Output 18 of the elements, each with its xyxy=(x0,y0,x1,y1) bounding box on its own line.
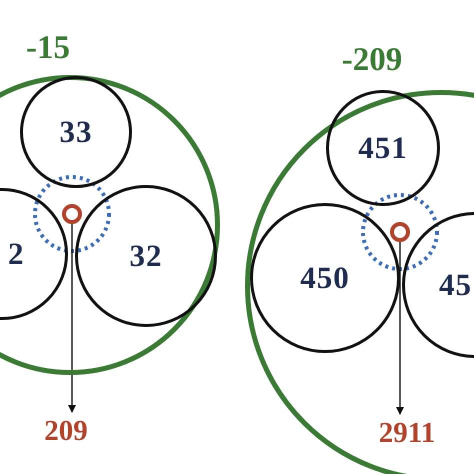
result-number: 209 xyxy=(28,416,104,446)
circle-number: 2 xyxy=(8,236,24,272)
circle xyxy=(75,185,217,327)
circle xyxy=(250,203,400,353)
circle xyxy=(20,76,132,188)
arrow xyxy=(68,224,76,413)
circle-label: -15 xyxy=(26,32,70,65)
circle xyxy=(326,90,440,206)
circle-number: 32 xyxy=(130,238,162,274)
small-circle xyxy=(390,222,410,242)
circle-label: -209 xyxy=(342,44,402,77)
small-circle xyxy=(62,204,82,224)
result-number: 2911 xyxy=(360,418,454,448)
circle-number: 450 xyxy=(300,260,350,296)
circle-number: 451 xyxy=(358,130,408,166)
arrow xyxy=(396,242,404,415)
circle-number: 45 xyxy=(439,267,472,303)
circle-number: 33 xyxy=(60,114,92,150)
